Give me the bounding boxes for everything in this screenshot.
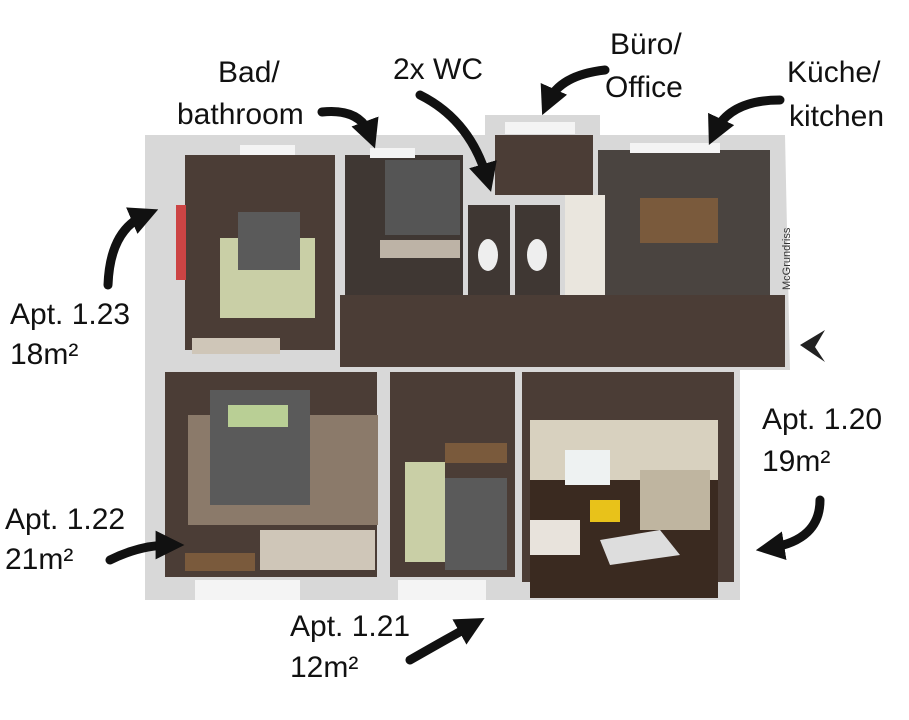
toilet-icon: [527, 239, 547, 271]
watermark: McGrundriss: [781, 227, 793, 290]
picture: [176, 205, 186, 280]
pillow: [228, 405, 288, 427]
label-apt-1-22-area: 21m²: [5, 543, 74, 576]
corridor: [340, 295, 785, 367]
arrow-apt-1-21: [405, 618, 485, 665]
kitchen-counter: [565, 195, 605, 295]
vanity: [380, 240, 460, 258]
desk: [445, 443, 507, 463]
label-kitchen-en: kitchen: [789, 100, 885, 133]
window: [630, 143, 720, 153]
label-wc: 2x WC: [393, 53, 483, 86]
label-apt-1-23-area: 18m²: [10, 338, 79, 371]
arrow-apt-1-22: [105, 530, 185, 565]
label-bathroom-de: Bad/: [218, 56, 280, 89]
label-office-en: Office: [605, 71, 683, 104]
label-apt-1-22: Apt. 1.22: [5, 503, 126, 536]
label-bathroom-en: bathroom: [177, 98, 304, 131]
label-office-de: Büro/: [610, 28, 682, 61]
arrow-bathroom: [317, 106, 379, 149]
bed: [445, 478, 507, 570]
desk: [185, 553, 255, 571]
label-apt-1-20: Apt. 1.20: [762, 403, 883, 436]
window: [195, 580, 300, 600]
dining-table: [640, 198, 718, 243]
toilet-icon: [478, 239, 498, 271]
arrow-apt-1-20: [755, 495, 825, 560]
window: [370, 148, 415, 158]
window: [240, 145, 295, 155]
arrow-office: [540, 65, 610, 116]
window: [398, 580, 486, 600]
window: [505, 122, 575, 134]
sofa: [192, 338, 280, 354]
label-apt-1-21: Apt. 1.21: [290, 610, 411, 643]
label-apt-1-23: Apt. 1.23: [10, 298, 131, 331]
arrow-wc: [415, 90, 497, 192]
label-apt-1-20-area: 19m²: [762, 445, 831, 478]
entrance-marker-icon: [800, 330, 825, 362]
arrow-kitchen: [708, 95, 785, 146]
sofa: [260, 530, 375, 570]
rug: [405, 462, 445, 562]
arrow-apt-1-23: [103, 207, 159, 290]
label-kitchen-de: Küche/: [787, 56, 881, 89]
room-office: [495, 135, 593, 195]
shower: [385, 160, 460, 235]
apartment-photo: [530, 420, 718, 598]
bed: [238, 212, 300, 270]
label-apt-1-21-area: 12m²: [290, 651, 359, 684]
